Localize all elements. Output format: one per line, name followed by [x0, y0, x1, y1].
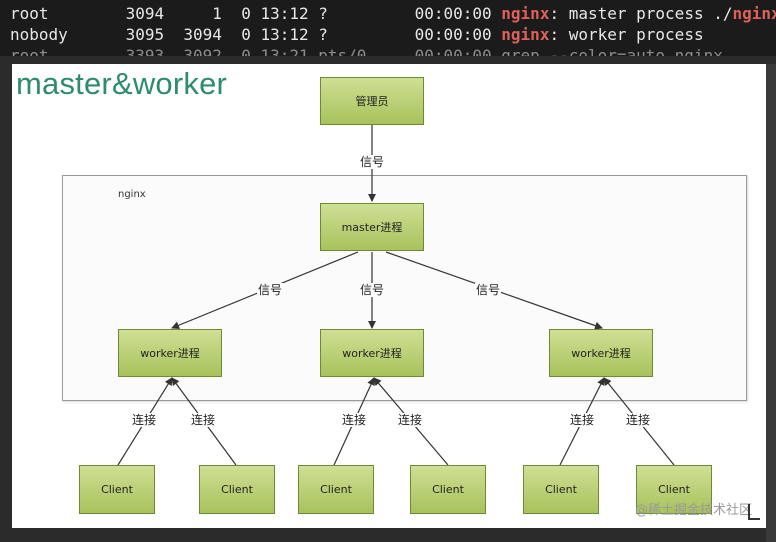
node-client-3: Client	[298, 465, 374, 514]
node-worker-2: worker进程	[320, 329, 424, 377]
terminal-line-worker: nobody 3095 3094 0 13:12 ? 00:00:00 ngin…	[10, 25, 704, 44]
label-signal-worker1: 信号	[257, 283, 284, 297]
node-client-5: Client	[523, 465, 599, 514]
node-worker-3: worker进程	[549, 329, 653, 377]
label-connect-3: 连接	[341, 413, 368, 427]
node-admin: 管理员	[320, 77, 424, 125]
label-signal-admin: 信号	[359, 155, 386, 169]
terminal-line-partial: root 3393 3092 0 13:21 pts/0 00:00:00 gr…	[10, 46, 723, 56]
nginx-container-label: nginx	[118, 189, 146, 200]
label-connect-1: 连接	[131, 413, 158, 427]
label-connect-4: 连接	[397, 413, 424, 427]
label-signal-worker2: 信号	[359, 283, 386, 297]
window-edge	[766, 64, 776, 542]
slide-title: master&worker	[16, 66, 228, 101]
label-connect-2: 连接	[190, 413, 217, 427]
edge-layer	[117, 125, 675, 466]
node-client-6: Client	[636, 465, 712, 514]
terminal-line-master: root 3094 1 0 13:12 ? 00:00:00 nginx: ma…	[10, 4, 776, 23]
watermark: @稀土掘金技术社区	[634, 503, 752, 518]
terminal-output: root 3094 1 0 13:12 ? 00:00:00 nginx: ma…	[0, 0, 776, 56]
label-connect-5: 连接	[569, 413, 596, 427]
label-signal-worker3: 信号	[475, 283, 502, 297]
diagram-slide: master&worker nginx 管理员 master进程 worker进…	[12, 64, 766, 528]
node-client-1: Client	[79, 465, 155, 514]
label-connect-6: 连接	[625, 413, 652, 427]
node-client-4: Client	[410, 465, 486, 514]
node-master: master进程	[320, 203, 424, 251]
node-worker-1: worker进程	[118, 329, 222, 377]
node-client-2: Client	[199, 465, 275, 514]
corner-marker-icon	[748, 504, 760, 520]
